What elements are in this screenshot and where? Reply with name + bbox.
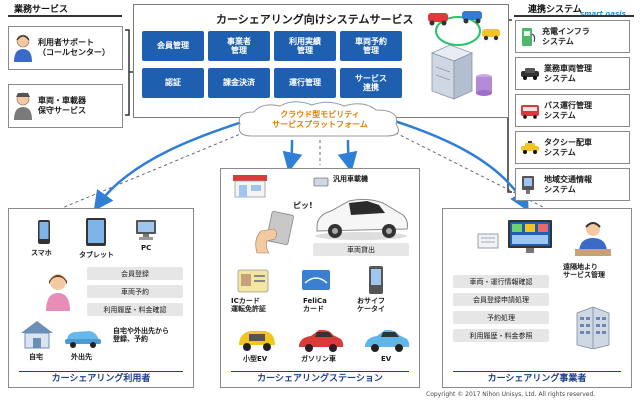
service-operator-management: 事業者 管理 bbox=[208, 31, 270, 61]
card-mobile-wallet-label: おサイフ ケータイ bbox=[357, 297, 385, 314]
blue-car-icon bbox=[462, 11, 482, 24]
task-member-application: 会員登録申請処理 bbox=[453, 293, 549, 306]
ev-car-icon bbox=[365, 329, 410, 352]
white-ev-car-icon bbox=[315, 198, 408, 240]
action-usage-history: 利用履歴・料金確認 bbox=[87, 303, 183, 316]
business-services-header: 業務サービス bbox=[14, 5, 69, 15]
mechanic-person-icon bbox=[14, 92, 32, 120]
charger-icon bbox=[522, 27, 536, 46]
hand-card-icon bbox=[255, 211, 294, 254]
linked-systems-underline bbox=[514, 15, 634, 17]
mobile-wallet-icon bbox=[369, 266, 383, 294]
users-note: 自宅や外出先から 登録、予約 bbox=[113, 327, 169, 344]
bus-icon bbox=[521, 104, 539, 119]
service-member-management: 会員管理 bbox=[142, 31, 204, 61]
felica-card-icon bbox=[302, 270, 330, 290]
ic-card-license-icon bbox=[237, 269, 269, 293]
vehicle-gasoline-label: ガソリン車 bbox=[301, 355, 336, 363]
document-icon bbox=[477, 233, 499, 249]
onboard-unit-icon bbox=[313, 177, 329, 187]
cloud-platform-shape bbox=[238, 101, 399, 137]
office-building-icon bbox=[576, 306, 610, 349]
service-billing-payment: 課金決済 bbox=[208, 68, 270, 98]
smart-oasis-brand: smart oasis bbox=[580, 10, 626, 18]
device-smartphone-label: スマホ bbox=[31, 249, 52, 257]
system-charging-infra-label: 充電インフラ システム bbox=[542, 26, 590, 46]
database-icon bbox=[476, 74, 492, 96]
service-linkage: サービス 連携 bbox=[340, 68, 402, 98]
user-person-icon bbox=[46, 274, 70, 311]
small-ev-icon bbox=[239, 331, 275, 351]
system-regional-transport-label: 地域交通情報 システム bbox=[544, 174, 592, 194]
service-operation-management: 運行管理 bbox=[274, 68, 336, 98]
users-title-line bbox=[19, 371, 183, 372]
task-usage-history-reference: 利用履歴・料金参照 bbox=[453, 329, 549, 342]
vehicle-small-ev-label: 小型EV bbox=[243, 355, 268, 363]
task-vehicle-operation-info: 車両・運行情報確認 bbox=[453, 275, 549, 288]
system-services-panel: カーシェアリング向けシステムサービス 会員管理 事業者 管理 利用実績 管理 車… bbox=[133, 4, 509, 118]
card-ic-license-label: ICカード 運転免許証 bbox=[231, 297, 266, 314]
smartphone-icon bbox=[38, 220, 50, 244]
station-title-line bbox=[231, 371, 409, 372]
cloud-platform-label: クラウド型モビリティ サービスプラットフォーム bbox=[272, 110, 368, 129]
vehicle-ev-label: EV bbox=[381, 355, 392, 363]
action-member-registration: 会員登録 bbox=[87, 267, 183, 280]
taxi-icon bbox=[521, 140, 539, 154]
onboard-unit-label: 汎用車載機 bbox=[333, 175, 368, 183]
users-group-title: カーシェアリング利用者 bbox=[51, 374, 151, 384]
card-felica-label: FeliCa カード bbox=[303, 297, 327, 314]
tablet-icon bbox=[86, 218, 106, 246]
linked-systems-header: 連携システム bbox=[528, 5, 582, 15]
device-tablet-label: タブレット bbox=[79, 251, 114, 259]
operator-person-icon bbox=[14, 34, 32, 62]
system-charging-infra: 充電インフラ システム bbox=[515, 20, 630, 53]
system-bus-operation: バス運行管理 システム bbox=[515, 94, 630, 127]
system-taxi-dispatch: タクシー配車 システム bbox=[515, 131, 630, 164]
monitor-dashboard-icon bbox=[508, 220, 552, 253]
station-group: 汎用車載機 ピッ! 車両貸出 ICカード 運転免許証 FeliCa カード おサ… bbox=[220, 168, 420, 388]
station-building-icon bbox=[233, 175, 267, 198]
station-group-title: カーシェアリングステーション bbox=[257, 374, 383, 384]
system-business-vehicle: 業務車両管理 システム bbox=[515, 57, 630, 90]
info-terminal-icon bbox=[522, 175, 534, 194]
operator-group: 遠隔地より サービス管理 車両・運行情報確認 会員登録申請処理 予約処理 利用履… bbox=[442, 208, 632, 388]
small-car-icon bbox=[65, 331, 101, 348]
home-label: 自宅 bbox=[29, 353, 43, 361]
system-business-vehicle-label: 業務車両管理 システム bbox=[544, 63, 592, 83]
copyright-notice: Copyright © 2017 Nihon Unisys, Ltd. All … bbox=[426, 391, 596, 398]
system-regional-transport: 地域交通情報 システム bbox=[515, 168, 630, 201]
service-authentication: 認証 bbox=[142, 68, 204, 98]
system-services-title: カーシェアリング向けシステムサービス bbox=[216, 13, 414, 26]
pc-icon bbox=[136, 220, 156, 240]
operator-group-title: カーシェアリング事業者 bbox=[487, 374, 587, 384]
remote-management-label: 遠隔地より サービス管理 bbox=[563, 263, 605, 280]
red-car-icon bbox=[428, 13, 448, 26]
device-pc-label: PC bbox=[141, 244, 152, 252]
system-bus-operation-label: バス運行管理 システム bbox=[544, 100, 592, 120]
server-icon bbox=[430, 44, 474, 100]
business-car-icon bbox=[521, 67, 539, 80]
operator-title-line bbox=[453, 371, 621, 372]
maintenance-box: 車両・車載器 保守サービス bbox=[8, 84, 123, 128]
business-services-underline bbox=[8, 15, 122, 17]
cloud-servers-illustration bbox=[428, 11, 500, 100]
system-taxi-dispatch-label: タクシー配車 システム bbox=[544, 137, 592, 157]
service-vehicle-reservation-management: 車両予約 管理 bbox=[340, 31, 402, 61]
vehicle-lending-label: 車両貸出 bbox=[313, 243, 409, 256]
task-reservation-processing: 予約処理 bbox=[453, 311, 549, 324]
yellow-car-icon bbox=[482, 29, 500, 41]
maintenance-label: 車両・車載器 保守サービス bbox=[38, 96, 86, 115]
outing-label: 外出先 bbox=[71, 353, 92, 361]
beep-label: ピッ! bbox=[293, 201, 313, 210]
service-usage-record-management: 利用実績 管理 bbox=[274, 31, 336, 61]
house-icon bbox=[21, 321, 53, 349]
user-support-label: 利用者サポート （コールセンター） bbox=[38, 38, 110, 57]
users-group: スマホ タブレット PC 会員登録 車両予約 利用履歴・料金確認 自宅 外出先 … bbox=[8, 208, 194, 388]
user-support-box: 利用者サポート （コールセンター） bbox=[8, 26, 123, 70]
action-vehicle-reservation: 車両予約 bbox=[87, 285, 183, 298]
operator-staff-icon bbox=[575, 222, 611, 256]
gasoline-car-icon bbox=[299, 329, 344, 352]
